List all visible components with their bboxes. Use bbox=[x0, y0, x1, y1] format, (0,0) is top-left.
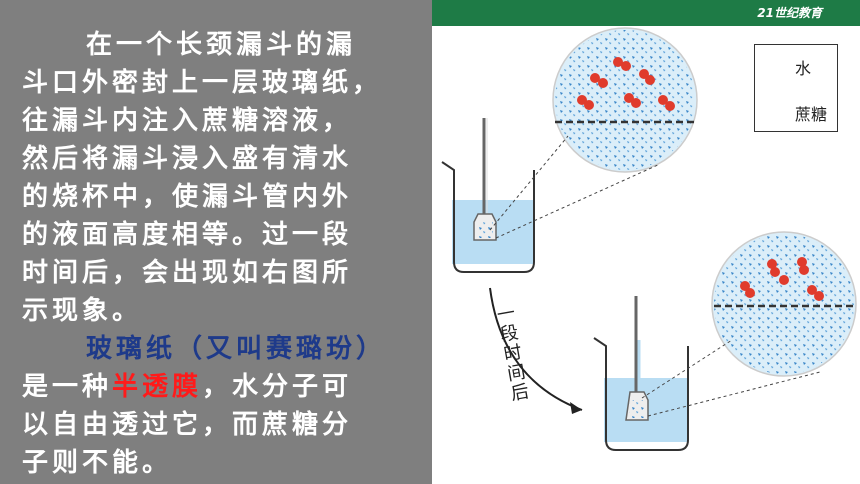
line: 斗口外密封上一层玻璃纸， bbox=[22, 68, 383, 98]
line: 往漏斗内注入蔗糖溶液， bbox=[22, 106, 353, 136]
beaker-before bbox=[441, 118, 535, 273]
line: 玻璃纸（又叫赛璐玢） bbox=[86, 334, 387, 364]
highlight-term: 半透膜 bbox=[112, 372, 203, 402]
magnified-view-after bbox=[641, 231, 857, 417]
legend: 水 蔗糖 bbox=[754, 44, 838, 132]
legend-sucrose-label: 蔗糖 bbox=[795, 105, 828, 124]
line: 示现象。 bbox=[22, 296, 143, 326]
magnified-view-before bbox=[489, 27, 698, 239]
line: 然后将漏斗浸入盛有清水 bbox=[22, 144, 353, 174]
diagram-panel: 21世纪教育 bbox=[432, 0, 860, 484]
text-panel: 在一个长颈漏斗的漏 斗口外密封上一层玻璃纸， 往漏斗内注入蔗糖溶液， 然后将漏斗… bbox=[0, 0, 432, 484]
line: 子则不能。 bbox=[22, 448, 173, 478]
paragraph-1: 在一个长颈漏斗的漏 斗口外密封上一层玻璃纸， 往漏斗内注入蔗糖溶液， 然后将漏斗… bbox=[22, 26, 422, 330]
line: 时间后，会出现如右图所 bbox=[22, 258, 353, 288]
legend-water-label: 水 bbox=[795, 59, 812, 78]
line: 是一种 bbox=[22, 372, 113, 402]
description-text: 在一个长颈漏斗的漏 斗口外密封上一层玻璃纸， 往漏斗内注入蔗糖溶液， 然后将漏斗… bbox=[22, 26, 422, 482]
line: 在一个长颈漏斗的漏 bbox=[86, 30, 357, 60]
header-bar: 21世纪教育 bbox=[432, 0, 860, 26]
paragraph-2: 玻璃纸（又叫赛璐玢） 是一种半透膜，水分子可 以自由透过它，而蔗糖分 子则不能。 bbox=[22, 330, 422, 482]
line: 的烧杯中，使漏斗管内外 bbox=[22, 182, 353, 212]
logo: 21世纪教育 bbox=[757, 6, 822, 20]
line: 的液面高度相等。过一段 bbox=[22, 220, 353, 250]
line: 以自由透过它，而蔗糖分 bbox=[22, 410, 353, 440]
beaker-after bbox=[593, 296, 689, 451]
osmosis-diagram bbox=[441, 27, 857, 451]
line: ，水分子可 bbox=[202, 372, 353, 402]
